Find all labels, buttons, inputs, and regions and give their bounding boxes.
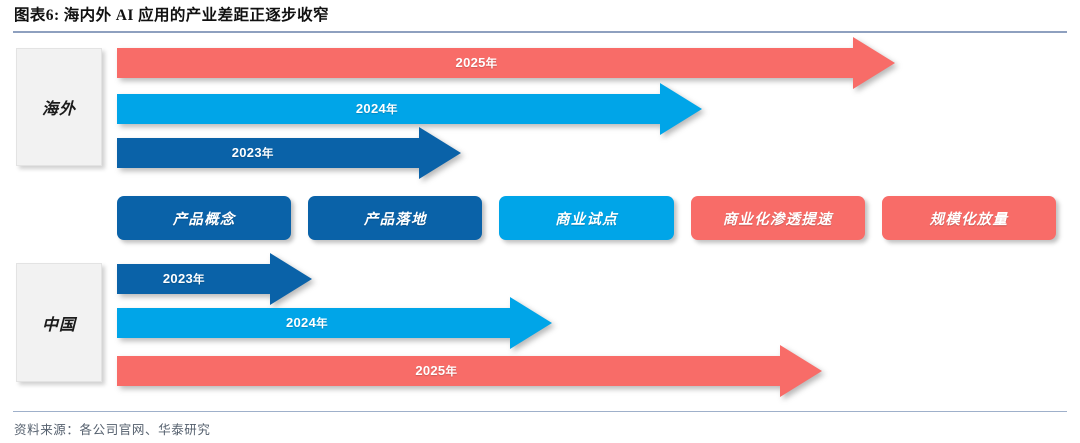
timeline-arrow-海外-2025: 2025年 (117, 37, 895, 89)
stage-label: 规模化放量 (929, 211, 1009, 228)
arrow-year-label: 2025年 (455, 55, 498, 70)
header-divider (13, 31, 1067, 33)
stage-label: 产品概念 (172, 211, 236, 228)
timeline-arrow-海外-2023: 2023年 (117, 127, 461, 179)
arrow-year-label: 2024年 (355, 101, 398, 116)
stage-label: 商业试点 (555, 211, 618, 228)
arrow-year-label: 2025年 (415, 363, 458, 378)
footer-divider (13, 411, 1067, 412)
timeline-arrow-中国-2024: 2024年 (117, 297, 552, 349)
arrow-shape (117, 37, 895, 89)
arrow-shape (117, 345, 822, 397)
arrow-shape (117, 127, 461, 179)
stage-box-3: 商业试点 (499, 196, 674, 240)
stage-box-1: 产品概念 (117, 196, 292, 240)
timeline-arrow-海外-2024: 2024年 (117, 83, 702, 135)
region-label-china: 中国 (41, 316, 76, 334)
arrow-shape (117, 253, 312, 305)
timeline-arrow-中国-2025: 2025年 (117, 345, 822, 397)
arrow-year-label: 2024年 (285, 315, 328, 330)
timeline-arrow-中国-2023: 2023年 (117, 253, 312, 305)
stage-box-4: 商业化渗透提速 (690, 196, 865, 240)
arrow-year-label: 2023年 (231, 145, 274, 160)
arrow-year-label: 2023年 (162, 271, 205, 286)
source-note: 资料来源：各公司官网、华泰研究 (14, 423, 211, 437)
region-box-china: 中国 (16, 263, 102, 382)
region-box-overseas: 海外 (16, 48, 102, 166)
arrow-shape (117, 297, 552, 349)
arrow-shape (117, 83, 702, 135)
stage-label: 产品落地 (363, 211, 427, 228)
chart-header: 图表6: 海内外 AI 应用的产业差距正逐步收窄 (0, 0, 1080, 32)
stage-box-5: 规模化放量 (881, 196, 1056, 240)
stage-label: 商业化渗透提速 (722, 211, 833, 228)
page-title: 图表6: 海内外 AI 应用的产业差距正逐步收窄 (14, 7, 329, 24)
region-label-overseas: 海外 (41, 101, 76, 118)
stage-box-2: 产品落地 (308, 196, 483, 240)
